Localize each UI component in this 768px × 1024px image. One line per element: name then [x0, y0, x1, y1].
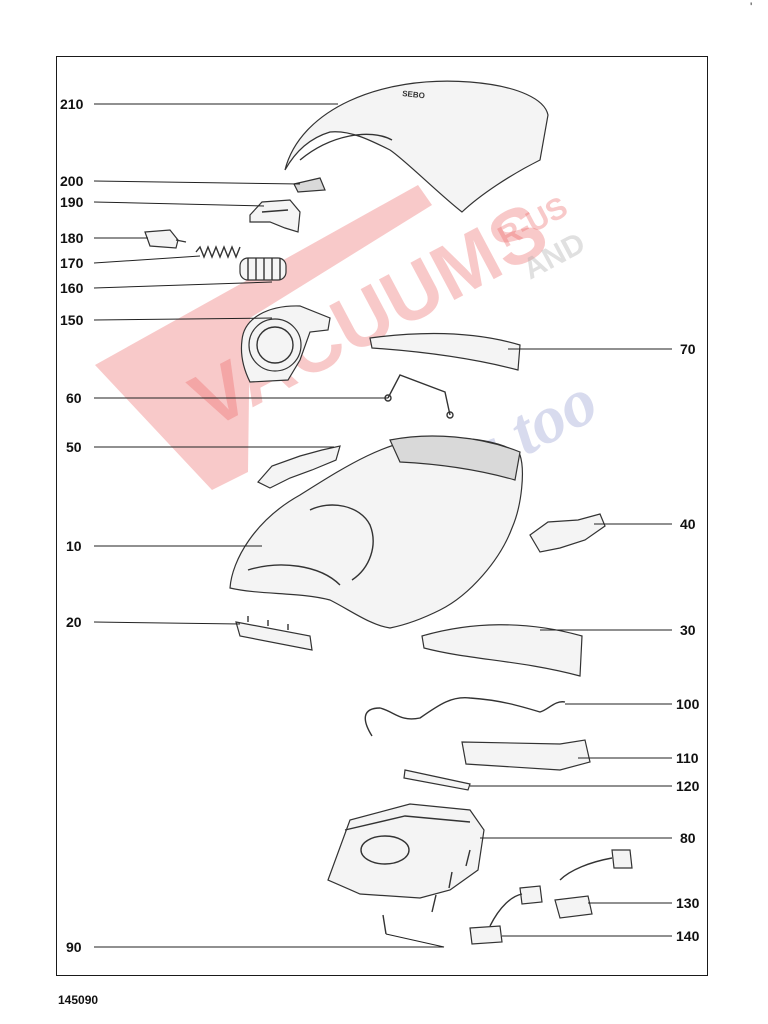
callout-label: 80 [680, 830, 696, 846]
callout-label: 170 [60, 255, 84, 271]
callout-label: 180 [60, 230, 84, 246]
part-90-screws [382, 849, 471, 935]
callout-label: 140 [676, 928, 700, 944]
cover-logo-text: SEBO [402, 89, 425, 100]
callout-label: 200 [60, 173, 84, 189]
part-40-bracket [529, 513, 606, 553]
part-110-switch-plate [461, 739, 591, 771]
callout-label: 70 [680, 341, 696, 357]
part-60-wire [384, 374, 454, 419]
callout-label: 100 [676, 696, 700, 712]
part-210-cover: SEBO [284, 80, 549, 213]
part-140-connector [469, 885, 543, 945]
watermark-red-chevron [95, 185, 432, 490]
callout-label: 60 [66, 390, 82, 406]
part-190-button-frame [249, 199, 301, 233]
callout-label: 20 [66, 614, 82, 630]
part-10-main-body [229, 435, 523, 629]
part-180-button [144, 229, 187, 249]
leader-170 [93, 255, 201, 264]
callout-labels: 210 200 190 180 170 160 150 70 60 50 40 … [60, 96, 700, 955]
callout-label: 210 [60, 96, 84, 112]
part-50-hinge [257, 445, 341, 489]
part-80-base [327, 803, 485, 899]
part-100-tube [364, 697, 566, 737]
callout-label: 50 [66, 439, 82, 455]
drawing-frame [56, 56, 708, 976]
part-30-filter-pad [421, 624, 583, 677]
part-20-latch [235, 616, 313, 651]
leader-200 [93, 180, 301, 185]
callout-label: 120 [676, 778, 700, 794]
drawing-number: 145090 [58, 993, 99, 1007]
callout-label: 30 [680, 622, 696, 638]
part-130-switch [554, 849, 633, 919]
part-200-clip [293, 177, 326, 193]
callout-leaders [93, 103, 672, 948]
leader-150 [93, 317, 273, 321]
callout-label: 150 [60, 312, 84, 328]
corner-mark: ' [750, 0, 753, 14]
part-160-hose-sleeve [239, 257, 287, 281]
leader-20 [93, 621, 241, 625]
callout-label: 10 [66, 538, 82, 554]
callout-label: 190 [60, 194, 84, 210]
part-70-strip [369, 332, 521, 371]
callout-label: 90 [66, 939, 82, 955]
part-120-contact-bar [403, 769, 471, 791]
callout-label: 110 [676, 750, 699, 766]
part-170-spring [195, 245, 241, 259]
leader-90 [94, 933, 445, 948]
callout-label: 130 [676, 895, 700, 911]
callout-label: 40 [680, 516, 696, 532]
leader-190 [93, 201, 265, 207]
part-150-housing-ring [240, 305, 331, 383]
leader-160 [93, 281, 273, 289]
callout-label: 160 [60, 280, 84, 296]
